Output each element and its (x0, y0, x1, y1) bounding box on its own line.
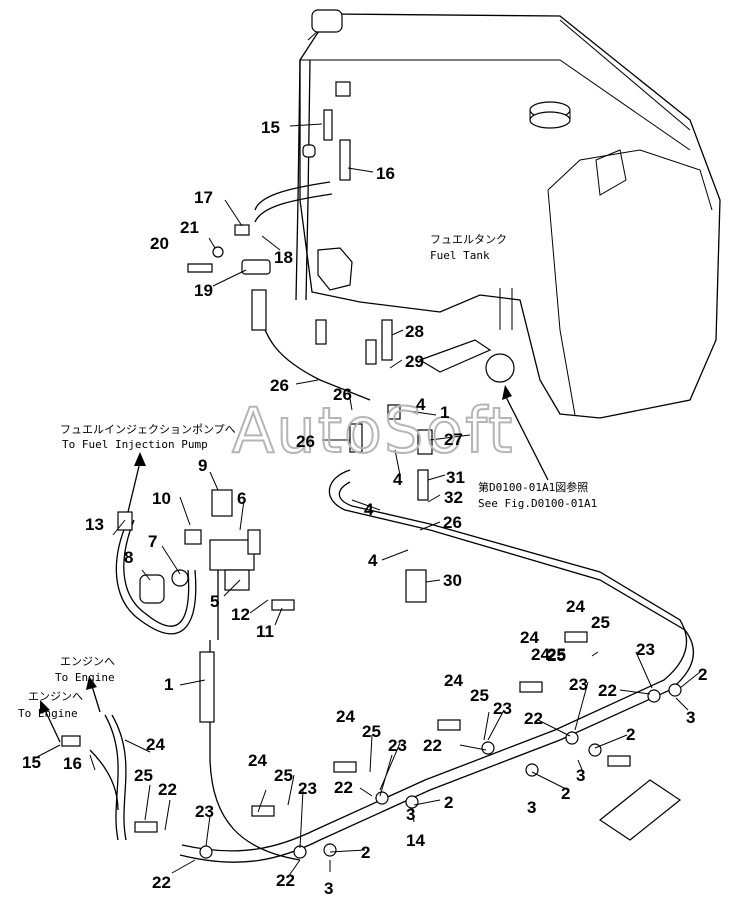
callout: 2 (626, 725, 635, 744)
callout: 20 (150, 234, 169, 253)
callout: 2 (561, 784, 570, 803)
callout: 4 (416, 395, 426, 414)
fittings (61, 81, 682, 859)
callout: 24 (248, 751, 267, 770)
figure-ref-en: See Fig.D0100-01A1 (478, 497, 597, 510)
engine-label-1-en: To Engine (55, 671, 115, 684)
callout: 24 (336, 707, 355, 726)
pump-label-en: To Fuel Injection Pump (62, 438, 208, 451)
callout: 25 (591, 613, 610, 632)
callout: 24 (566, 597, 585, 616)
callout: 28 (405, 322, 424, 341)
callout: 25 (470, 686, 489, 705)
callout: 3 (686, 708, 695, 727)
callout: 22 (598, 681, 617, 700)
fuel-tank (299, 9, 721, 419)
callout: 13 (85, 515, 104, 534)
callout: 23 (195, 802, 214, 821)
callout: 4 (368, 551, 378, 570)
callout: 1 (164, 675, 173, 694)
callout: 26 (333, 385, 352, 404)
callout: 12 (231, 605, 250, 624)
callout: 25 (547, 645, 566, 664)
callout: 29 (405, 352, 424, 371)
engine-label-2-jp: エンジンへ (28, 690, 83, 703)
callout: 6 (237, 489, 246, 508)
engine-label-2-en: To Engine (18, 707, 78, 720)
callout: 25 (362, 722, 381, 741)
callout: 23 (298, 779, 317, 798)
callout: 22 (524, 709, 543, 728)
callout: 10 (152, 489, 171, 508)
callout: 19 (194, 281, 213, 300)
figure-ref-jp: 第D0100-01A1図参照 (478, 480, 588, 494)
callout: 14 (406, 831, 425, 850)
callout: 22 (158, 780, 177, 799)
fuel-lines (89, 59, 694, 863)
callout: 25 (547, 646, 566, 665)
callout: 9 (198, 456, 207, 475)
callout: 24 (520, 628, 539, 647)
callout: 31 (446, 468, 465, 487)
engine-label-1-jp: エンジンへ (60, 655, 115, 668)
callout: 3 (527, 798, 536, 817)
callout: 3 (406, 805, 415, 824)
callout: 3 (576, 766, 585, 785)
callout: 26 (296, 432, 315, 451)
callout: 3 (324, 879, 333, 898)
direction-arrows (40, 385, 549, 743)
callout: 22 (334, 778, 353, 797)
callout: 26 (270, 376, 289, 395)
callout: 27 (444, 430, 463, 449)
callout: 23 (388, 736, 407, 755)
callout: 22 (152, 873, 171, 892)
callout: 30 (443, 571, 462, 590)
fuel-tank-label-en: Fuel Tank (430, 249, 490, 262)
callout: 2 (444, 793, 453, 812)
callout: 8 (124, 548, 133, 567)
callout: 25 (274, 766, 293, 785)
callout: 15 (261, 118, 280, 137)
callout: 11 (256, 622, 274, 641)
callout: 23 (569, 675, 588, 694)
callout: 18 (274, 248, 293, 267)
callout: 16 (63, 754, 82, 773)
callout: 24 (444, 671, 463, 690)
callout: 23 (636, 640, 655, 659)
callout: 32 (444, 488, 463, 507)
fuel-tank-label-jp: フュエルタンク (430, 233, 507, 246)
callout: 2 (698, 665, 707, 684)
callout: 24 (531, 645, 550, 664)
callout: 15 (22, 753, 41, 772)
callout: 22 (276, 871, 295, 890)
callout: 2 (361, 843, 370, 862)
callout: 4 (364, 500, 374, 519)
callout: 23 (493, 699, 512, 718)
watermark: AutoSoft (232, 394, 514, 467)
callout: 22 (423, 736, 442, 755)
callout: 1 (440, 403, 449, 422)
callout: 16 (376, 164, 395, 183)
callout: 4 (393, 470, 403, 489)
callout: 25 (134, 766, 153, 785)
pump-label-jp: フュエルインジェクションポンプへ (60, 423, 236, 436)
callout: 21 (180, 218, 199, 237)
leader-lines (34, 123, 701, 878)
callout: 26 (443, 513, 462, 532)
callout: 17 (194, 188, 213, 207)
callout-numbers: 15 16 17 21 20 18 19 28 29 26 1 4 26 27 … (22, 118, 707, 898)
callout: 24 (146, 735, 165, 754)
callout: 7 (148, 532, 157, 551)
callout: 5 (210, 592, 219, 611)
